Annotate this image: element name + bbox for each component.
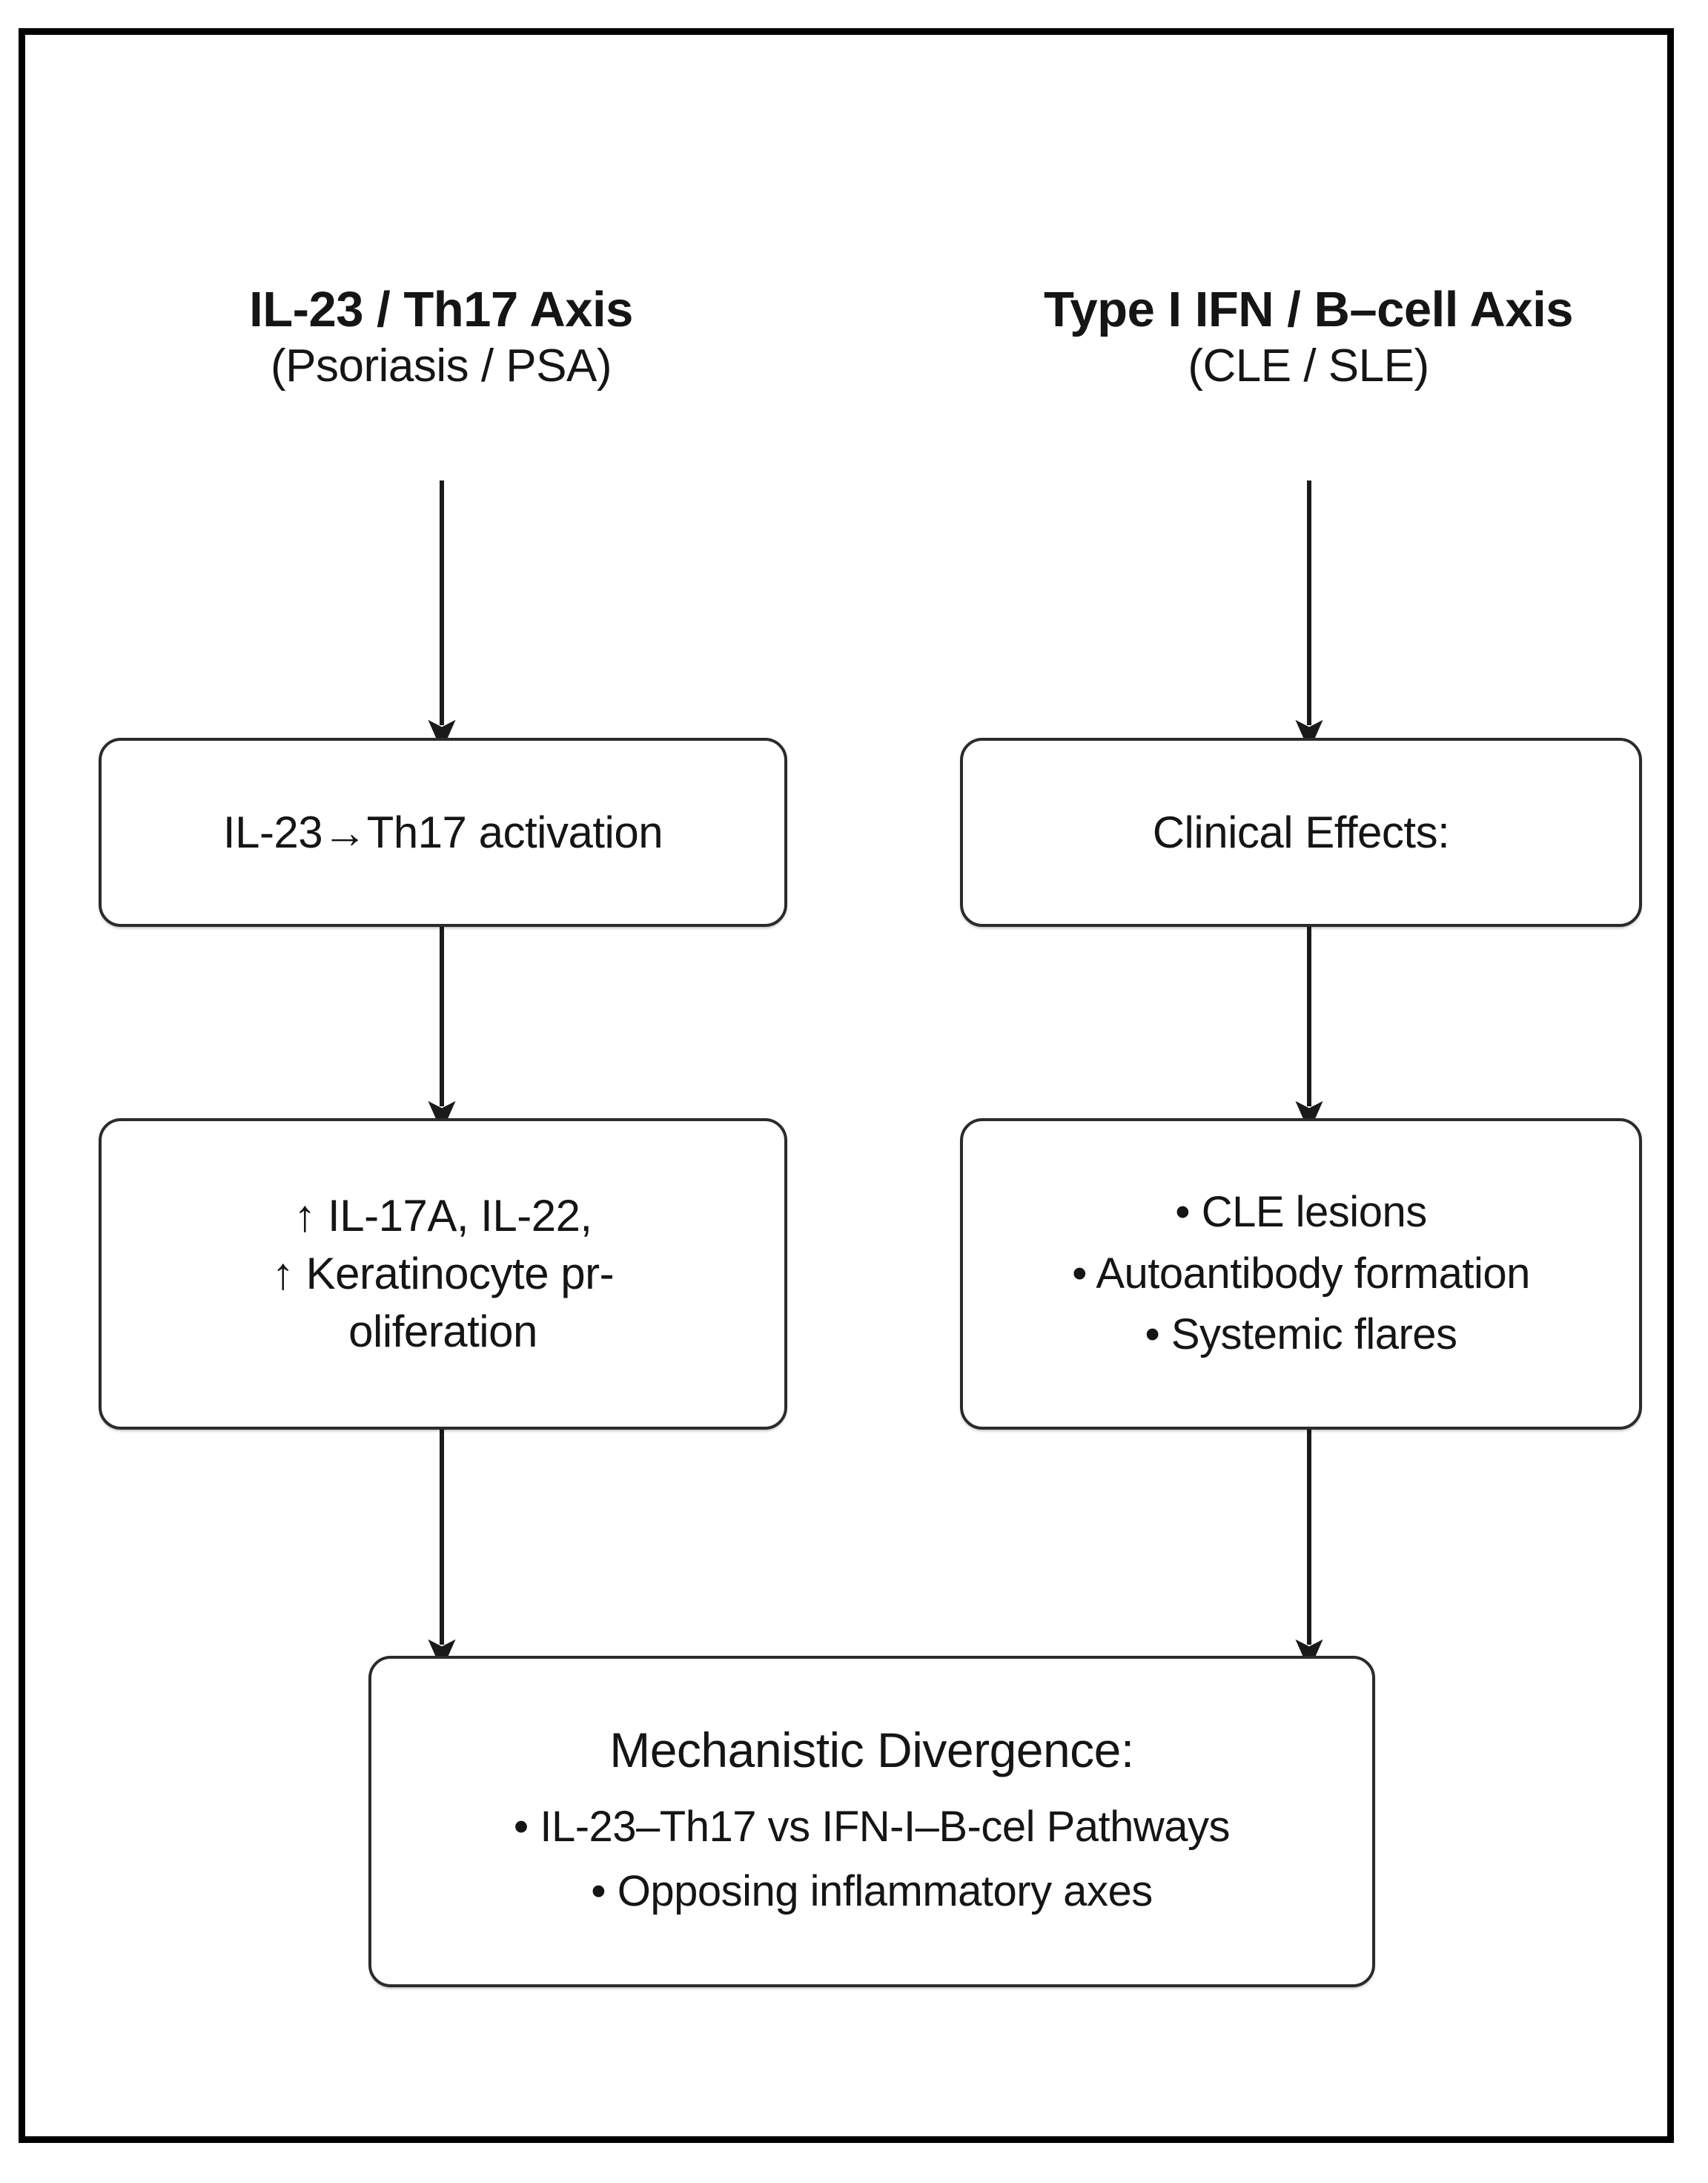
- node-line: Clinical Effects:: [1152, 807, 1450, 857]
- node-line: IL-23→Th17 activation: [222, 807, 663, 857]
- node-line: ↑ Keratinocyte pr-: [271, 1249, 615, 1298]
- column-header-right: Type I IFN / B–cell Axis (CLE / SLE): [945, 280, 1672, 393]
- node-line: • Autoantibody formation: [1072, 1249, 1530, 1298]
- node-box-il23-th17-activation: IL-23→Th17 activation: [99, 738, 787, 927]
- node-line: • IL-23–Th17 vs IFN-I–B-cel Pathways: [513, 1802, 1231, 1851]
- column-header-right-subtitle: (CLE / SLE): [1188, 340, 1429, 392]
- node-line: oliferation: [348, 1307, 537, 1356]
- node-box-mechanistic-divergence: Mechanistic Divergence: • IL-23–Th17 vs …: [368, 1656, 1375, 1987]
- node-line: • Opposing inflammatory axes: [591, 1866, 1153, 1915]
- node-line: • Systemic flares: [1145, 1310, 1457, 1359]
- node-box-clinical-effects-list: • CLE lesions • Autoantibody formation •…: [960, 1118, 1642, 1430]
- node-line: ↑ IL-17A, IL-22,: [294, 1191, 592, 1241]
- column-header-left: IL-23 / Th17 Axis (Psoriasis / PSA): [78, 280, 804, 393]
- column-header-left-subtitle: (Psoriasis / PSA): [270, 340, 612, 392]
- column-header-right-title: Type I IFN / B–cell Axis: [1043, 282, 1574, 337]
- node-box-cytokine-upregulation: ↑ IL-17A, IL-22, ↑ Keratinocyte pr- olif…: [99, 1118, 787, 1430]
- divergence-title: Mechanistic Divergence:: [609, 1723, 1134, 1778]
- node-line: • CLE lesions: [1175, 1188, 1427, 1237]
- node-box-clinical-effects: Clinical Effects:: [960, 738, 1642, 927]
- column-header-left-title: IL-23 / Th17 Axis: [249, 282, 633, 337]
